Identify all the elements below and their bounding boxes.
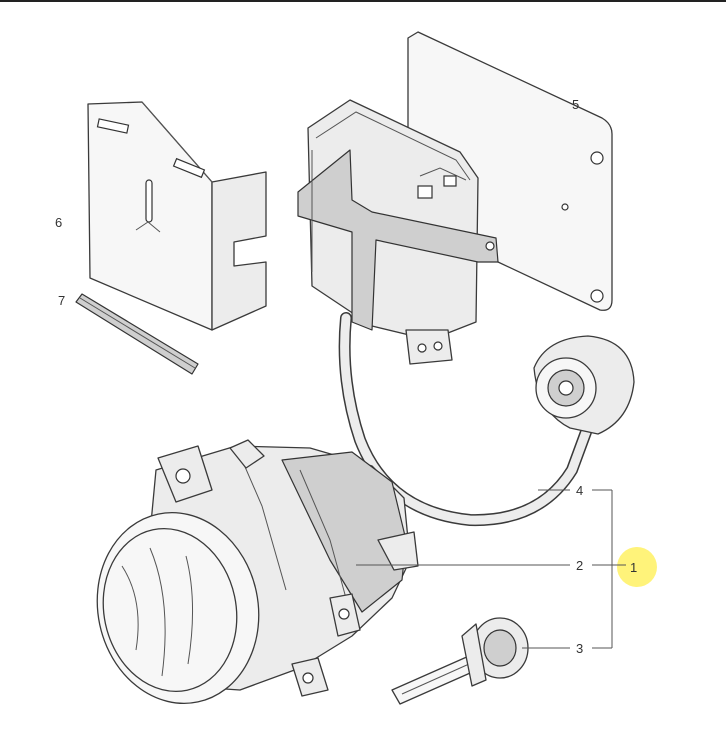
callout-highlight — [617, 547, 657, 587]
part-lens — [96, 511, 260, 705]
callout-7: 7 — [58, 293, 65, 308]
part-cover-bracket — [87, 101, 267, 331]
part-seal-strip — [75, 293, 199, 375]
callout-4: 4 — [576, 483, 583, 498]
part-ballast-module — [297, 99, 499, 365]
callout-3: 3 — [576, 641, 583, 656]
callout-1: 1 — [630, 560, 637, 575]
leader-lines — [356, 489, 626, 649]
part-cable-harness — [338, 312, 635, 527]
callout-6: 6 — [55, 215, 62, 230]
callout-2: 2 — [576, 558, 583, 573]
top-rule — [0, 0, 726, 2]
part-lamp-housing — [139, 439, 419, 697]
part-xenon-bulb — [391, 617, 529, 705]
callout-5: 5 — [572, 97, 579, 112]
